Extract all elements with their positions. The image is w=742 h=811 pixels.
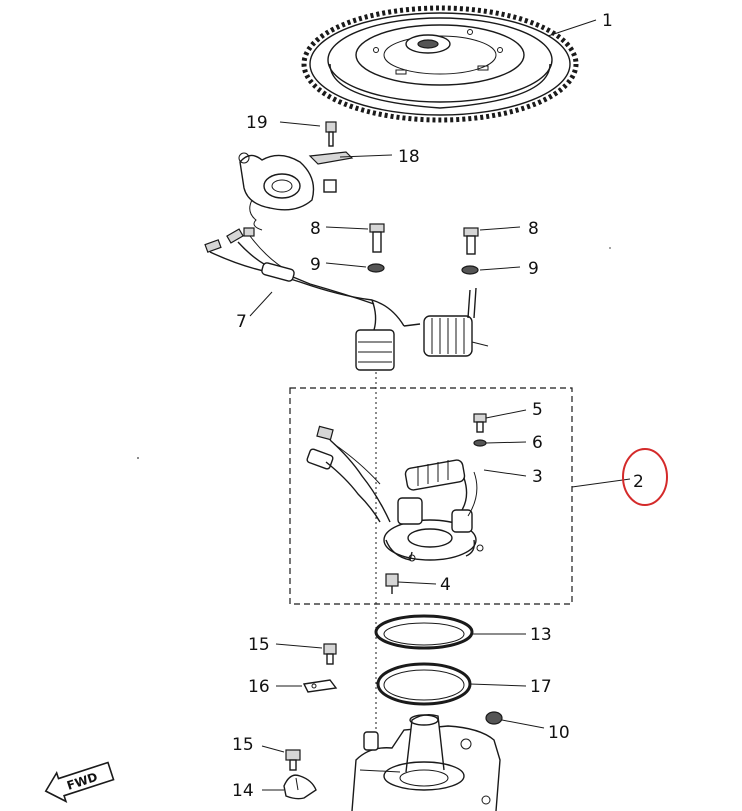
scan-dot — [137, 457, 139, 459]
leader-line-5 — [485, 409, 527, 419]
part-label-13: 13 — [530, 625, 552, 645]
leader-line-15a — [275, 643, 323, 649]
highlight-circle — [622, 448, 668, 506]
charge-coil-harness — [204, 227, 489, 371]
leader-line-9b — [479, 266, 521, 271]
leader-line-8a — [325, 226, 369, 230]
clamp-upper — [302, 643, 338, 693]
part-label-18: 18 — [398, 147, 420, 167]
part-label-6: 6 — [532, 433, 543, 453]
scan-dot — [609, 247, 611, 249]
stator-assembly-box — [289, 387, 573, 605]
leader-line-4 — [397, 581, 437, 585]
part-label-4: 4 — [440, 575, 451, 595]
part-label-17: 17 — [530, 677, 552, 697]
part-label-14: 14 — [232, 781, 254, 801]
bolt-left — [367, 223, 385, 273]
leader-line-2 — [571, 478, 631, 488]
part-label-5: 5 — [532, 400, 543, 420]
part-label-1: 1 — [602, 11, 613, 31]
stator-assembly — [306, 413, 487, 594]
leader-line-10 — [501, 719, 545, 729]
leader-line-17 — [469, 683, 527, 687]
bracket-assembly — [238, 121, 354, 231]
flywheel-part — [301, 5, 579, 123]
part-label-10: 10 — [548, 723, 570, 743]
ring-17 — [376, 662, 472, 706]
part-label-15b: 15 — [232, 735, 254, 755]
ring-13 — [374, 614, 474, 650]
leader-line-3 — [483, 469, 527, 477]
part-label-3: 3 — [532, 467, 543, 487]
part-label-15a: 15 — [248, 635, 270, 655]
leader-line-8b — [479, 226, 521, 231]
part-label-19: 19 — [246, 113, 268, 133]
leader-line-7 — [249, 291, 273, 317]
part-label-9b: 9 — [528, 259, 539, 279]
grommet-part — [485, 711, 503, 725]
fwd-arrow: FWD — [44, 761, 115, 803]
part-label-8a: 8 — [310, 219, 321, 239]
leader-line-15b — [261, 745, 285, 753]
part-label-7: 7 — [236, 312, 247, 332]
part-label-9a: 9 — [310, 255, 321, 275]
leader-line-19 — [279, 121, 321, 127]
crankcase-base — [351, 713, 501, 811]
bolt-right — [461, 227, 479, 275]
part-label-8b: 8 — [528, 219, 539, 239]
leader-line-18 — [339, 154, 393, 158]
leader-line-6 — [485, 441, 527, 444]
part-label-2: 2 — [633, 472, 644, 492]
leader-line-9a — [325, 262, 367, 268]
part-label-16: 16 — [248, 677, 270, 697]
clamp-lower — [283, 749, 317, 800]
leader-line-1 — [547, 19, 597, 37]
